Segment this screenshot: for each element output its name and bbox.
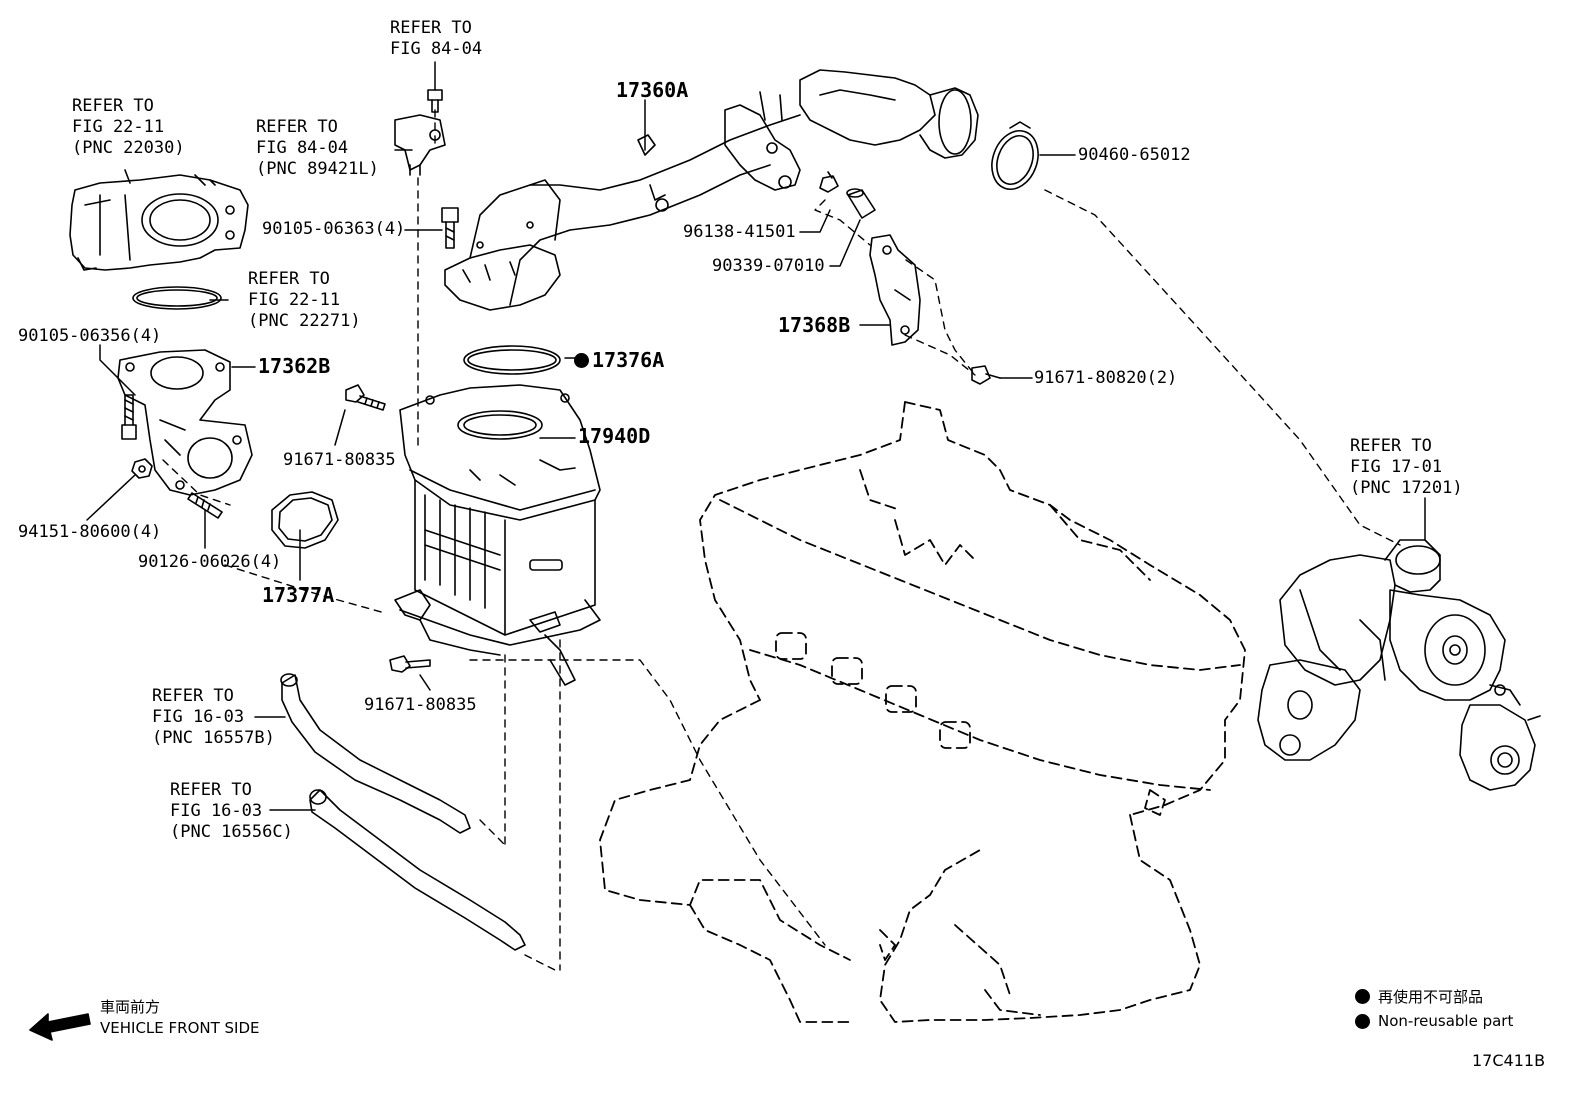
- legend-dot-icon: [1355, 1013, 1370, 1029]
- part-17376a-row: 17376A: [574, 350, 664, 371]
- gasket-17377a: [271, 491, 339, 549]
- refer-fig: FIG 16-03: [152, 707, 245, 727]
- part-90460-65012: 90460-65012: [1078, 145, 1191, 165]
- legend-jp: 再使用不可部品: [1378, 988, 1484, 1006]
- bolt-90105-06356: [121, 394, 137, 440]
- refer-pnc: (PNC 22030): [72, 138, 185, 158]
- legend-dot-icon: [1355, 989, 1370, 1004]
- refer-label: REFER TO: [256, 117, 338, 137]
- part-17368b: 17368B: [778, 313, 851, 337]
- part-91671-80820: 91671-80820(2): [1034, 368, 1178, 388]
- part-91671-80835-bottom: 91671-80835: [364, 695, 477, 715]
- figure-id: 17C411B: [1472, 1051, 1546, 1070]
- throttle-gasket: [132, 286, 222, 310]
- leader-lines: [86, 61, 1426, 811]
- part-91671-80835-top: 91671-80835: [283, 450, 396, 470]
- vehicle-front-jp: 車両前方: [100, 998, 161, 1016]
- intercooler-17940d: [394, 384, 601, 686]
- bolt-91671-80820: [971, 365, 1001, 385]
- refer-pnc: (PNC 17201): [1350, 478, 1463, 498]
- throttle-body: [69, 169, 249, 271]
- part-90339-07010: 90339-07010: [712, 256, 825, 276]
- part-90126-06026: 90126-06026(4): [138, 552, 282, 572]
- front-direction-arrow-icon: [29, 1013, 91, 1041]
- refer-fig: FIG 16-03: [170, 801, 263, 821]
- sensor-89421l: [394, 114, 446, 176]
- intake-pipe-17360a: [444, 69, 979, 311]
- bolt-91671-80835-bottom: [389, 655, 431, 673]
- adapter-17362b: [117, 349, 253, 496]
- part-17362b: 17362B: [258, 354, 331, 378]
- refer-fig: FIG 84-04: [256, 138, 349, 158]
- clip-96138: [819, 171, 839, 193]
- hose-clamp-90460: [991, 121, 1039, 190]
- refer-label: REFER TO: [1350, 436, 1432, 456]
- o-ring-17376a: [463, 345, 561, 375]
- part-90105-06356: 90105-06356(4): [18, 326, 162, 346]
- part-17377a: 17377A: [262, 583, 335, 607]
- sleeve-90339: [846, 188, 876, 219]
- screw-84-04: [427, 89, 443, 113]
- nut-94151: [131, 458, 153, 479]
- part-17376a: 17376A: [592, 348, 665, 372]
- refer-label: REFER TO: [390, 18, 472, 38]
- legend-jp-row: 再使用不可部品: [1355, 986, 1483, 1007]
- part-94151-80600: 94151-80600(4): [18, 522, 162, 542]
- bolt-91671-80835-top: [345, 384, 386, 411]
- non-reusable-dot-icon: [574, 353, 589, 368]
- refer-label: REFER TO: [152, 686, 234, 706]
- refer-label: REFER TO: [248, 269, 330, 289]
- engine-block-phantom: [599, 401, 1246, 1023]
- part-17360a: 17360A: [616, 78, 689, 102]
- part-90105-06363: 90105-06363(4): [262, 219, 406, 239]
- stud-90126: [187, 492, 223, 519]
- refer-fig: FIG 22-11: [248, 290, 341, 310]
- part-96138-41501: 96138-41501: [683, 222, 796, 242]
- refer-pnc: (PNC 16556C): [170, 822, 293, 842]
- bolt-90105-06363: [441, 207, 459, 249]
- refer-pnc: (PNC 89421L): [256, 159, 379, 179]
- hose-16557b: [280, 673, 471, 834]
- hose-16556c: [309, 789, 526, 951]
- refer-pnc: (PNC 22271): [248, 311, 361, 331]
- vehicle-front-en: VEHICLE FRONT SIDE: [100, 1019, 260, 1037]
- refer-fig: FIG 84-04: [390, 39, 483, 59]
- refer-pnc: (PNC 16557B): [152, 728, 275, 748]
- refer-label: REFER TO: [72, 96, 154, 116]
- part-17940d: 17940D: [578, 424, 651, 448]
- refer-fig: FIG 22-11: [72, 117, 165, 137]
- turbocharger: [1257, 539, 1541, 791]
- legend-en-row: Non-reusable part: [1355, 1012, 1513, 1030]
- bracket-17368b: [869, 234, 921, 346]
- legend-en: Non-reusable part: [1378, 1012, 1514, 1030]
- refer-label: REFER TO: [170, 780, 252, 800]
- refer-fig: FIG 17-01: [1350, 457, 1443, 477]
